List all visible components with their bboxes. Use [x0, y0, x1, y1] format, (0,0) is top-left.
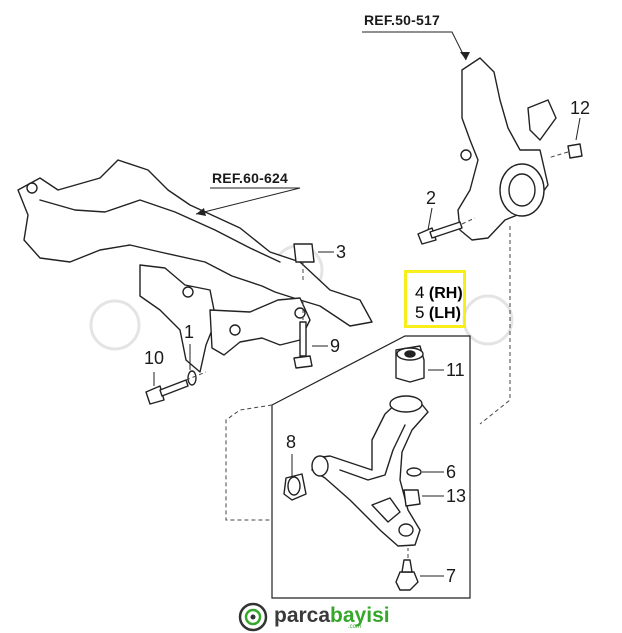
callout-10: 10	[144, 348, 165, 368]
highlighted-part-callout[interactable]: 4 (RH) 5 (LH)	[404, 270, 466, 328]
brand-name-part2: bayisi	[330, 604, 390, 627]
ball-joint-socket	[398, 523, 414, 537]
lock-nut	[403, 489, 421, 507]
watermark-logo-left	[89, 299, 141, 351]
ball-joint	[395, 571, 419, 591]
rear-bushing-hole	[404, 350, 416, 358]
leader-12	[575, 117, 581, 141]
callout-8: 8	[286, 432, 297, 452]
watermark-logo-right	[462, 294, 514, 346]
brand-name-part1: parca	[274, 604, 331, 627]
highlight-side-rh: (RH)	[428, 285, 463, 302]
leader-2	[427, 207, 433, 231]
knuckle-hole	[460, 149, 472, 161]
callout-3: 3	[336, 242, 347, 262]
leader-knuckle-to-arm	[479, 226, 511, 425]
callout-7: 7	[446, 566, 457, 586]
arrowhead	[460, 52, 470, 60]
callout-9: 9	[330, 336, 341, 356]
subframe-crossmember	[17, 159, 373, 327]
subframe-mount	[209, 297, 311, 356]
arm-front-bush-housing	[311, 455, 329, 477]
subframe-hole	[26, 182, 38, 194]
leader-bolt10	[185, 371, 207, 381]
front-bushing-face	[287, 476, 301, 496]
highlight-num-5: 5	[415, 303, 425, 322]
leader-ref-knuckle	[362, 31, 467, 61]
brand-suffix: .com	[348, 624, 362, 630]
highlight-side-lh: (LH)	[428, 305, 461, 322]
bolt-nine-head	[293, 355, 313, 369]
subframe-hole	[182, 286, 194, 298]
highlight-row-lh: 5 (LH)	[415, 303, 461, 323]
knuckle-hub-inner	[508, 173, 536, 207]
ref-label-subframe: REF.60-624	[212, 170, 288, 186]
subframe-inner-rib	[39, 199, 281, 263]
callout-12: 12	[570, 98, 591, 118]
leader-arm-to-subframe	[225, 404, 273, 521]
subframe-hole	[229, 324, 241, 336]
arm-inner-rib	[339, 424, 406, 481]
bolt-two-shank	[429, 221, 463, 239]
arm-rear-bush-housing	[389, 395, 423, 413]
callout-leaders	[153, 31, 581, 577]
callout-6: 6	[446, 462, 457, 482]
callout-2: 2	[426, 188, 437, 208]
leader-ref-subframe	[195, 187, 301, 215]
flange-nut	[293, 243, 315, 263]
brand-name: parcabayisi	[274, 604, 390, 628]
ball-joint-stud	[401, 559, 413, 573]
ref-label-knuckle: REF.50-517	[364, 12, 440, 28]
washer-one	[187, 370, 197, 386]
callout-1: 1	[184, 322, 195, 342]
bolt-ten-shank	[159, 379, 189, 397]
nut-twelve	[567, 143, 583, 159]
leader-bolt2	[461, 217, 476, 225]
callout-11: 11	[446, 360, 465, 380]
assembly-box	[271, 335, 471, 599]
bolt-nine-shank	[299, 321, 307, 357]
highlight-row-rh: 4 (RH)	[415, 283, 463, 303]
knuckle-arm	[527, 99, 557, 141]
arm-cutout	[371, 497, 401, 523]
subframe-bracket	[139, 264, 217, 373]
arrowhead	[196, 208, 206, 216]
leader-nut12	[547, 151, 569, 159]
leader-lines	[185, 151, 569, 558]
assembly-outline	[271, 335, 471, 599]
brand-mark-icon	[238, 602, 268, 632]
washer	[406, 467, 422, 477]
highlight-num-4: 4	[415, 283, 425, 302]
callout-13: 13	[446, 486, 467, 506]
steering-knuckle	[457, 57, 549, 241]
